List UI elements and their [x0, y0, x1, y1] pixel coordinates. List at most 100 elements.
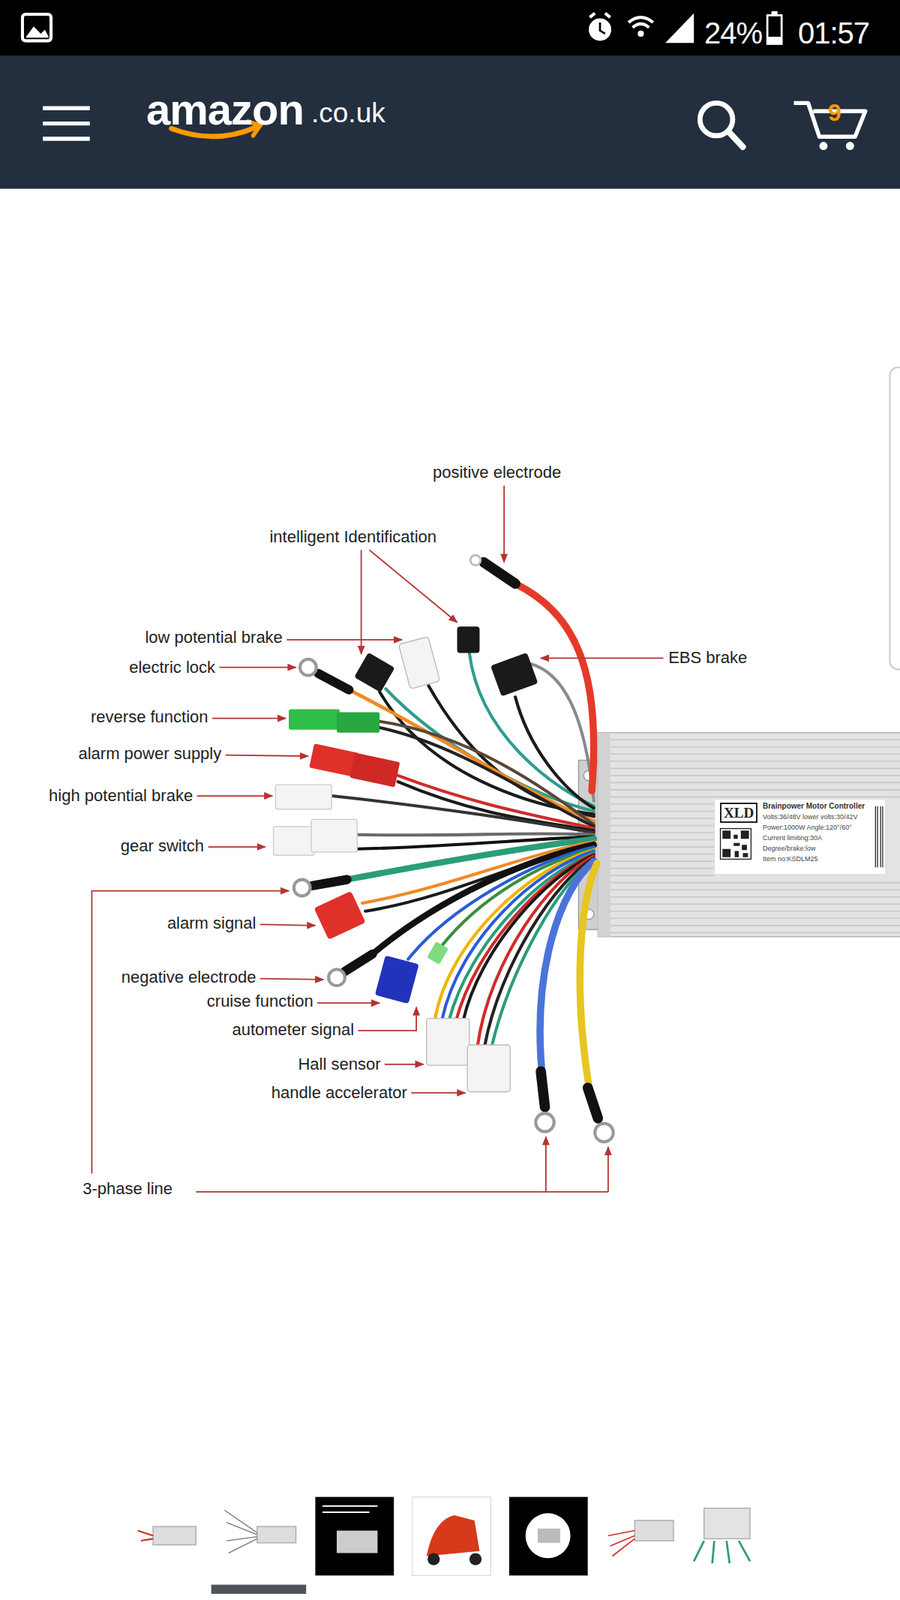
leader-line — [212, 717, 286, 720]
spec-line: Power:1000W Angle:120°/60° — [762, 824, 852, 831]
status-bar — [628, 17, 654, 23]
wire — [515, 583, 594, 791]
part-label: cruise function — [207, 992, 314, 1011]
status-bar — [771, 11, 778, 15]
app-header — [846, 141, 855, 150]
wire — [372, 844, 594, 954]
wire — [579, 863, 597, 1092]
thumbnail — [217, 1501, 300, 1569]
leader-line — [91, 486, 663, 1192]
wire — [385, 688, 594, 811]
controller-housing — [597, 732, 900, 937]
leader-line — [411, 1092, 465, 1094]
ring-terminal — [294, 879, 311, 897]
part-label: alarm power supply — [78, 744, 222, 763]
status-bar — [637, 30, 644, 37]
plug-connector — [398, 636, 440, 690]
thumbnail — [537, 1528, 561, 1543]
plug-connector — [336, 712, 380, 733]
thumbnail — [257, 1526, 297, 1543]
leader-line — [503, 486, 505, 563]
wire — [398, 775, 594, 829]
brand-domain: .co.uk — [311, 99, 386, 127]
status-bar — [633, 24, 650, 28]
part-label: EBS brake — [668, 648, 747, 667]
status-bar — [0, 0, 900, 57]
plug-connector — [426, 941, 449, 965]
status-bar — [767, 36, 782, 45]
leader-line — [358, 1007, 417, 1031]
thumbnail — [211, 1584, 307, 1594]
ring-terminal — [294, 555, 614, 1142]
part-label: handle accelerator — [271, 1083, 408, 1102]
part-label: reverse function — [90, 708, 209, 726]
controller-housing — [714, 798, 886, 875]
part-label: gear switch — [120, 837, 204, 855]
status-bar: 24%01:57 — [0, 0, 900, 57]
wire — [357, 833, 594, 835]
status-bar — [22, 14, 51, 41]
part-label: negative electrode — [121, 968, 257, 987]
controller-housing — [610, 804, 715, 876]
ring-terminal — [483, 562, 516, 585]
plug-connector — [275, 784, 332, 810]
part-label: electric lock — [129, 658, 216, 677]
thumbnail — [509, 1497, 588, 1576]
thumbnail — [608, 1530, 635, 1556]
thumbnail — [693, 1540, 750, 1563]
plug-connector — [467, 1044, 510, 1092]
plug-connector — [311, 819, 357, 852]
spec-line: Item no:KSDLM25 — [762, 855, 819, 863]
plug-connector — [273, 826, 315, 855]
controller-sticker: XLDBrainpower Motor ControllerVolts:36/4… — [714, 798, 886, 875]
app-header — [0, 56, 900, 189]
scroll-tab — [889, 367, 900, 670]
thumbnail — [602, 1501, 679, 1569]
thumbnail — [704, 1508, 750, 1539]
leader-line — [208, 846, 266, 848]
status-bar — [589, 13, 610, 18]
app-header — [42, 108, 90, 139]
spec-line: Degree/brake:low — [762, 845, 816, 852]
leader-line — [260, 978, 324, 980]
thumbnail — [315, 1497, 394, 1576]
controller-housing — [720, 828, 752, 860]
thumbnail — [322, 1506, 378, 1512]
battery-level: 24% — [704, 18, 762, 48]
ring-terminal — [470, 555, 481, 566]
wire — [331, 795, 594, 833]
controller-housing — [610, 882, 900, 933]
thumbnail — [634, 1520, 674, 1541]
thumbnail — [132, 1501, 204, 1569]
ring-terminal — [300, 659, 317, 676]
ring-terminal — [312, 879, 347, 886]
plug-connector — [288, 708, 340, 729]
controller-housing — [722, 830, 749, 857]
spec-line: Current limiting:30A — [762, 834, 822, 842]
part-label: 3-phase line — [82, 1179, 173, 1198]
thumbnail — [336, 1530, 378, 1553]
app-header — [728, 131, 743, 147]
plug-connector — [354, 652, 395, 693]
controller-housing — [875, 806, 883, 868]
part-label: high potential brake — [48, 786, 193, 805]
thumbnail — [426, 1515, 480, 1556]
thumbnail — [132, 1497, 766, 1594]
leader-line — [360, 549, 363, 654]
thumbnail — [525, 1512, 571, 1558]
plug-connector — [426, 1018, 470, 1066]
thumbnail — [427, 1552, 440, 1565]
app-header — [0, 56, 900, 189]
ring-terminal — [594, 1123, 613, 1142]
scroll-tab — [889, 367, 900, 670]
ring-terminal — [328, 969, 345, 986]
plug-connector — [490, 652, 538, 697]
leader-line — [225, 755, 309, 756]
thumbnail — [469, 1552, 482, 1565]
leader-line — [607, 1146, 609, 1192]
part-label: intelligent Identification — [269, 528, 437, 546]
plug-connector — [375, 955, 420, 1005]
plug-connector — [314, 891, 366, 940]
leader-line — [369, 549, 458, 623]
